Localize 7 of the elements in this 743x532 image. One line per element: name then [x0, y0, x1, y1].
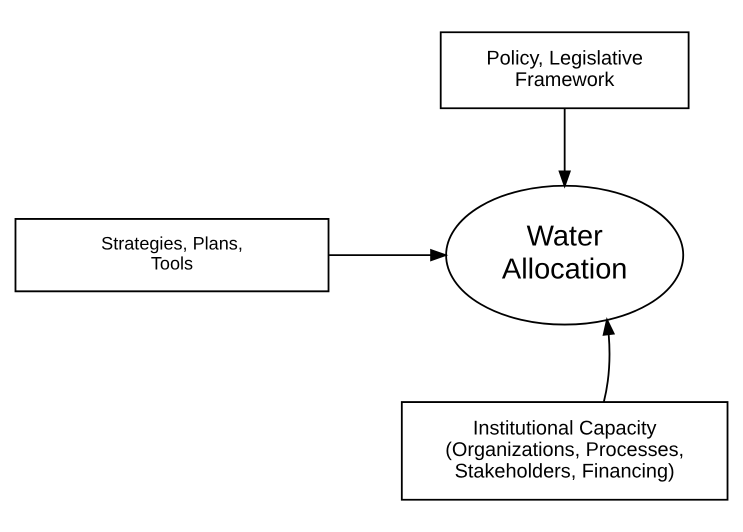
arrow — [329, 248, 448, 262]
arrow — [602, 317, 616, 402]
node-box: Policy, Legislative Framework — [440, 31, 690, 110]
node-box: Strategies, Plans, Tools — [14, 218, 330, 292]
arrow — [558, 108, 571, 189]
node-box: Institutional Capacity (Organizations, Processes, Stakeholders, Financing) — [400, 401, 728, 501]
node-ellipse: Water Allocation — [445, 184, 684, 326]
